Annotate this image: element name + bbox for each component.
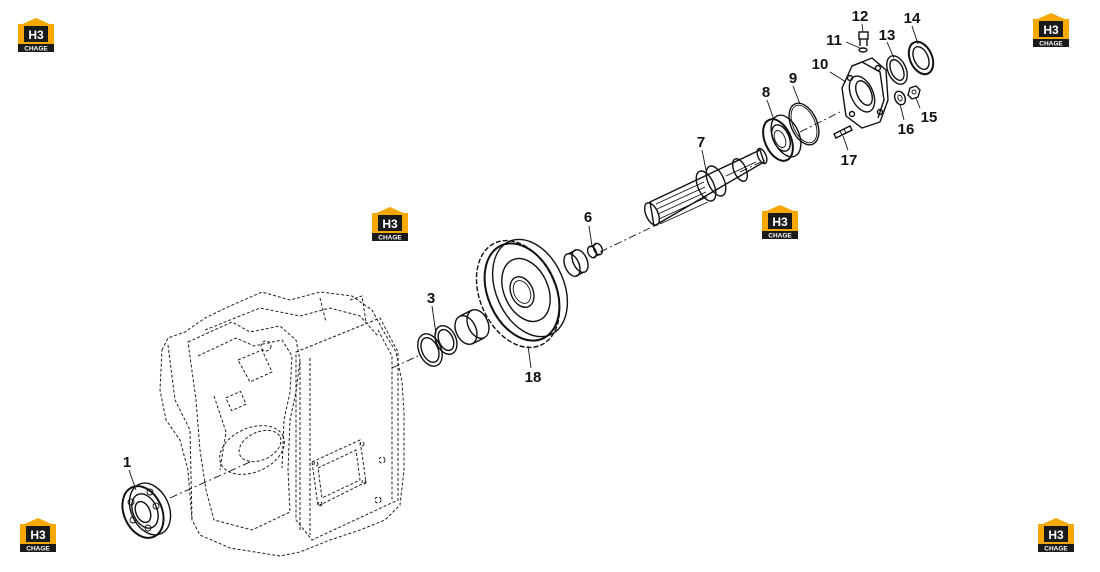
part-7-shaft	[643, 147, 768, 228]
callout-9: 9	[789, 70, 797, 87]
part-8-bearing	[762, 114, 802, 162]
brand-logo-caption: CHAGE	[1039, 41, 1063, 48]
part-12-bolt	[858, 31, 869, 46]
brand-logo-letters: H3	[1043, 23, 1059, 37]
part-15-nut	[907, 85, 921, 100]
spacer-sleeve	[454, 309, 490, 345]
callout-15: 15	[921, 109, 938, 126]
brand-logo-center-left: H3 CHAGE	[372, 207, 408, 242]
brand-logo-letters: H3	[28, 28, 44, 42]
brand-logo-letters: H3	[772, 215, 788, 229]
callout-6: 6	[584, 209, 592, 226]
part-18-gear	[475, 238, 569, 349]
leader-lines	[128, 23, 921, 491]
brand-logo-top-left: H3 CHAGE	[18, 18, 54, 53]
callout-labels: 1 3 6 7 8 9 10 11 12 13 14 15 16 17 18	[123, 8, 938, 471]
callout-18: 18	[525, 369, 542, 386]
brand-logo-caption: CHAGE	[24, 46, 48, 53]
callout-12: 12	[852, 8, 869, 25]
part-16-washer	[893, 90, 907, 106]
brand-logo-caption: CHAGE	[378, 235, 402, 242]
callout-16: 16	[898, 121, 915, 138]
part-13-seal	[886, 55, 908, 85]
transmission-housing	[159, 291, 405, 557]
callout-17: 17	[841, 152, 858, 169]
brand-logo-letters: H3	[382, 217, 398, 231]
callout-10: 10	[812, 56, 829, 73]
part-3-snap-ring	[417, 325, 458, 367]
brand-logo-center-right: H3 CHAGE	[762, 205, 798, 240]
callout-3: 3	[427, 290, 435, 307]
brand-logo-top-right: H3 CHAGE	[1033, 13, 1069, 48]
part-11-washer	[858, 47, 868, 53]
part-1-bearing	[121, 482, 172, 539]
part-6-bushing	[586, 242, 604, 259]
part-17-stud	[833, 125, 853, 139]
brand-logo-caption: CHAGE	[26, 546, 50, 553]
part-10-cover	[841, 57, 889, 129]
callout-13: 13	[879, 27, 896, 44]
brand-logo-letters: H3	[1048, 528, 1064, 542]
callout-14: 14	[904, 10, 921, 27]
callout-11: 11	[826, 32, 842, 49]
callout-7: 7	[697, 134, 705, 151]
part-14-seal	[907, 40, 935, 76]
brand-logo-caption: CHAGE	[1044, 546, 1068, 553]
part-9-o-ring	[788, 102, 820, 146]
callout-1: 1	[123, 454, 131, 471]
brand-logo-letters: H3	[30, 528, 46, 542]
spacer-ring	[563, 248, 589, 278]
brand-logo-bottom-right: H3 CHAGE	[1038, 518, 1074, 553]
callout-8: 8	[762, 84, 770, 101]
brand-logo-caption: CHAGE	[768, 233, 792, 240]
brand-logo-bottom-left: H3 CHAGE	[20, 518, 56, 553]
